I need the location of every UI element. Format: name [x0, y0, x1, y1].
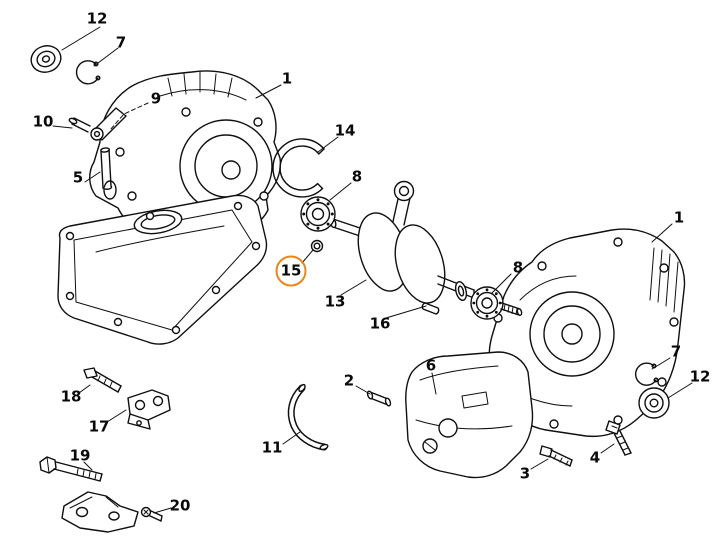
callout-11[interactable]: 11	[261, 438, 283, 457]
screw-part-20	[140, 506, 163, 522]
crankshaft-part	[329, 180, 475, 304]
screw-part-18	[83, 367, 122, 393]
callout-20[interactable]: 20	[169, 496, 191, 515]
callout-8-right[interactable]: 8	[512, 258, 524, 277]
callout-1-left[interactable]: 1	[281, 69, 293, 88]
callout-18[interactable]: 18	[60, 387, 82, 406]
callout-3[interactable]: 3	[519, 464, 531, 483]
callout-2[interactable]: 2	[343, 371, 355, 390]
crankcase-half-left-part	[89, 70, 282, 245]
callout-13[interactable]: 13	[324, 292, 346, 311]
callout-10[interactable]: 10	[32, 112, 54, 131]
crankshaft-threaded-end	[500, 302, 523, 317]
lever-assembly-part	[68, 107, 127, 141]
ball-bearing-left-part	[300, 196, 336, 232]
callout-7-top-left[interactable]: 7	[115, 33, 127, 52]
callout-17[interactable]: 17	[88, 417, 110, 436]
crankcase-half-right-part	[488, 228, 686, 438]
callout-12-right[interactable]: 12	[689, 367, 711, 386]
callout-5[interactable]: 5	[72, 168, 84, 187]
screw-part-4	[605, 420, 632, 456]
callout-12-top-left[interactable]: 12	[86, 9, 108, 28]
callout-8-left[interactable]: 8	[351, 167, 363, 186]
o-ring-part	[310, 239, 324, 253]
callout-4[interactable]: 4	[589, 448, 601, 467]
callout-15[interactable]: 15	[275, 255, 307, 287]
callout-6[interactable]: 6	[425, 356, 437, 375]
callout-16[interactable]: 16	[369, 314, 391, 333]
callout-1-right[interactable]: 1	[673, 208, 685, 227]
bracket-part-lower	[61, 491, 139, 533]
callout-9[interactable]: 9	[150, 89, 162, 108]
crankcase-pan-gasket-part	[57, 194, 268, 345]
oil-seal-left-part	[30, 45, 62, 73]
bracket-part-17	[127, 389, 171, 430]
tank-housing-part	[405, 351, 534, 479]
callout-7-right[interactable]: 7	[670, 342, 682, 361]
leader-lines	[52, 26, 693, 514]
callout-14[interactable]: 14	[334, 121, 356, 140]
washer-part	[454, 281, 468, 301]
callout-19[interactable]: 19	[69, 446, 91, 465]
segment-clip-part	[272, 138, 325, 198]
fuel-line-tube-part	[287, 383, 329, 451]
oil-seal-right-part	[638, 387, 670, 419]
bolt-part-19	[39, 456, 103, 482]
dowel-pin-part	[100, 147, 113, 190]
screw-part-3	[539, 445, 573, 467]
circlip-left-part	[75, 60, 101, 85]
